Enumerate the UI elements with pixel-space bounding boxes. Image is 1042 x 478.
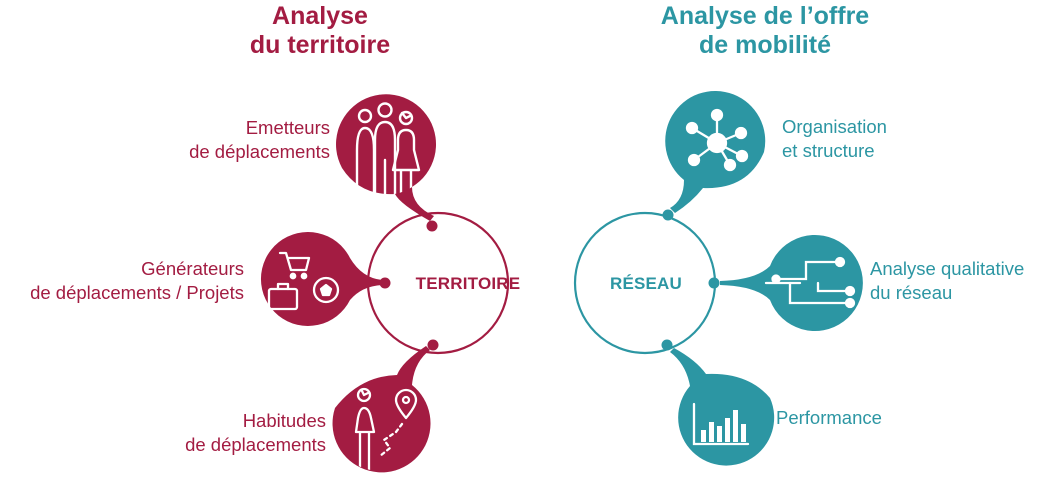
network-item-analyse: Analyse qualitative du réseau: [870, 257, 1040, 305]
territory-item-generateurs: Générateurs de déplacements / Projets: [0, 257, 244, 305]
territory-bubble-habitudes: [332, 339, 439, 473]
network-title: Analyse de l’offre de mobilité: [620, 2, 910, 60]
person-route-pin-icon: [354, 387, 418, 471]
cart-briefcase-ball-icon: [267, 251, 340, 311]
network-title-line2: de mobilité: [699, 31, 831, 59]
emetteurs-line2: de déplacements: [189, 141, 330, 162]
territory-title: Analyse du territoire: [210, 2, 430, 60]
organisation-line1: Organisation: [782, 116, 887, 137]
territory-item-emetteurs: Emetteurs de déplacements: [130, 116, 330, 164]
territory-bubble-emetteurs: [336, 94, 438, 232]
organisation-line2: et structure: [782, 140, 875, 161]
performance-line1: Performance: [776, 407, 882, 428]
people-group-icon: [355, 102, 421, 195]
territory-item-habitudes: Habitudes de déplacements: [130, 409, 326, 457]
habitudes-line1: Habitudes: [242, 410, 326, 431]
analyse-line1: Analyse qualitative: [870, 258, 1025, 279]
analyse-line2: du réseau: [870, 282, 953, 303]
network-bubble-performance: [661, 339, 775, 466]
network-hub-label: RÉSEAU: [609, 274, 683, 293]
circuit-lines-icon: [764, 256, 856, 309]
network-item-performance: Performance: [776, 406, 936, 430]
habitudes-line2: de déplacements: [185, 434, 326, 455]
territory-title-line1: Analyse: [272, 2, 368, 30]
territory-hub-label: TERRITOIRE: [415, 274, 521, 293]
bar-chart-icon: [692, 402, 750, 446]
generateurs-line2: de déplacements / Projets: [30, 282, 244, 303]
network-item-organisation: Organisation et structure: [782, 115, 982, 163]
emetteurs-line1: Emetteurs: [245, 117, 330, 138]
generateurs-line1: Générateurs: [141, 258, 244, 279]
network-node-icon: [685, 108, 749, 172]
territory-title-line2: du territoire: [249, 31, 391, 59]
network-title-line1: Analyse de l’offre: [660, 2, 870, 30]
